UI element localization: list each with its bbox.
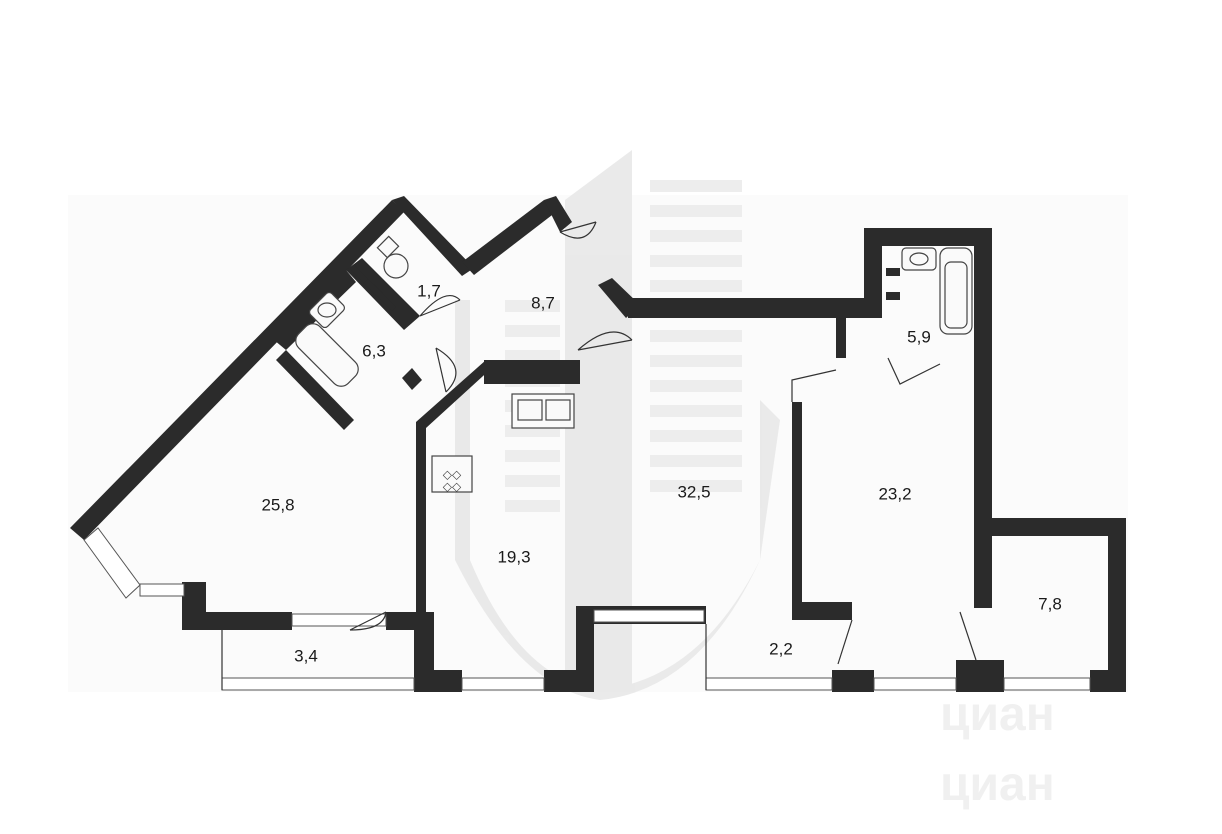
shelf-icon bbox=[349, 264, 397, 312]
area-label-living: 25,8 bbox=[261, 495, 294, 514]
windows bbox=[83, 527, 1091, 691]
area-label-balcony-left: 3,4 bbox=[294, 646, 318, 665]
doors bbox=[349, 221, 977, 665]
watermark-text-1: циан bbox=[940, 688, 1055, 741]
area-label-balcony-right: 2,2 bbox=[769, 639, 793, 658]
fixtures: ◇◇ ◇◇ bbox=[295, 235, 973, 494]
svg-text:◇◇: ◇◇ bbox=[443, 468, 462, 482]
sink-right-icon bbox=[901, 247, 937, 271]
watermark-brand: циан циан bbox=[940, 688, 1055, 811]
area-label-kitchen: 19,3 bbox=[497, 547, 530, 566]
area-label-wc: 1,7 bbox=[417, 281, 441, 300]
bathtub-icon bbox=[295, 323, 359, 387]
shelf-right-bottom bbox=[886, 292, 900, 300]
toilet-icon bbox=[376, 235, 409, 279]
stove-icon: ◇◇ ◇◇ bbox=[431, 455, 473, 494]
area-label-main: 32,5 bbox=[677, 482, 710, 501]
shelf-right-top bbox=[886, 268, 900, 276]
area-label-bath-left: 6,3 bbox=[362, 341, 386, 360]
area-label-bath-right: 5,9 bbox=[907, 327, 931, 346]
bathtub-right-icon bbox=[939, 247, 973, 335]
area-label-hall: 8,7 bbox=[531, 293, 555, 312]
area-label-side: 7,8 bbox=[1038, 594, 1062, 613]
sink-icon bbox=[308, 291, 346, 329]
room-labels: 25,8 6,3 1,7 8,7 19,3 32,5 5,9 23,2 7,8 … bbox=[261, 281, 1061, 665]
watermark-text-2: циан bbox=[940, 758, 1055, 811]
kitchen-sink-icon bbox=[511, 393, 575, 429]
svg-text:◇◇: ◇◇ bbox=[443, 480, 462, 494]
area-label-bedroom: 23,2 bbox=[878, 484, 911, 503]
